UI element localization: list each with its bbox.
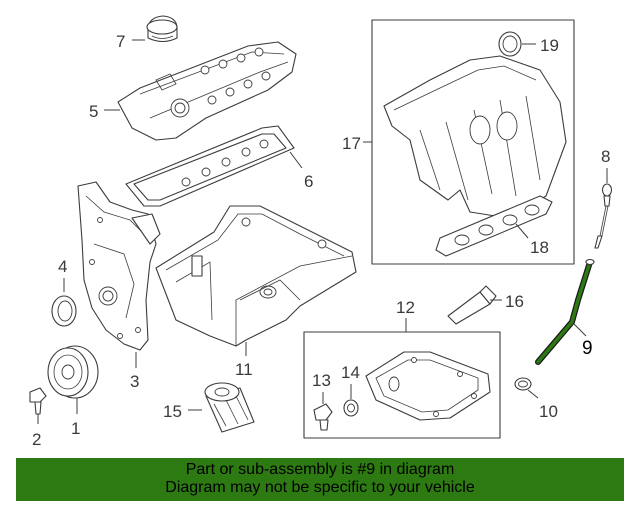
label-18: 18 [530,238,549,257]
part-2-bolt [29,387,47,415]
label-13: 13 [312,371,331,390]
label-16: 16 [505,292,524,311]
part-3-timing-cover [77,181,161,351]
label-5: 5 [89,102,98,121]
label-19: 19 [540,36,559,55]
label-17: 17 [342,134,361,153]
label-12: 12 [396,298,415,317]
label-10: 10 [539,402,558,421]
label-7: 7 [116,32,125,51]
intake-manifold [383,55,567,219]
label-8: 8 [601,147,610,166]
label-2: 2 [32,430,41,449]
part-6-valve-cover-gasket [125,125,295,207]
part-15-oil-filter [204,382,255,433]
parts-diagram: 7 5 6 [29,15,613,449]
label-6: 6 [304,172,313,191]
part-14-drain-washer [343,399,359,417]
part-13-drain-plug [313,403,333,431]
part-1-crank-pulley [47,345,99,399]
label-4: 4 [58,257,67,276]
part-4-seal [51,295,77,327]
part-16-sealant-tube [447,285,497,325]
part-5-valve-cover [117,41,297,141]
info-banner: Part or sub-assembly is #9 in diagram Di… [16,458,624,501]
part-7-oil-filler-cap [146,15,178,43]
label-1: 1 [71,419,80,438]
part-19-o-ring [498,31,522,57]
part-10-o-ring [514,377,532,391]
label-15: 15 [163,402,182,421]
banner-line-1: Part or sub-assembly is #9 in diagram [185,461,455,478]
label-9: 9 [582,338,593,359]
label-11: 11 [235,360,253,379]
part-11-upper-oil-pan [155,205,357,347]
label-14: 14 [341,363,360,382]
label-3: 3 [130,372,139,391]
part-8-dipstick [594,183,613,249]
lower-oil-pan [365,351,491,421]
part-18-intake-gasket [435,195,553,257]
banner-line-2: Diagram may not be specific to your vehi… [165,479,475,496]
part-9-dipstick-tube [535,258,595,365]
